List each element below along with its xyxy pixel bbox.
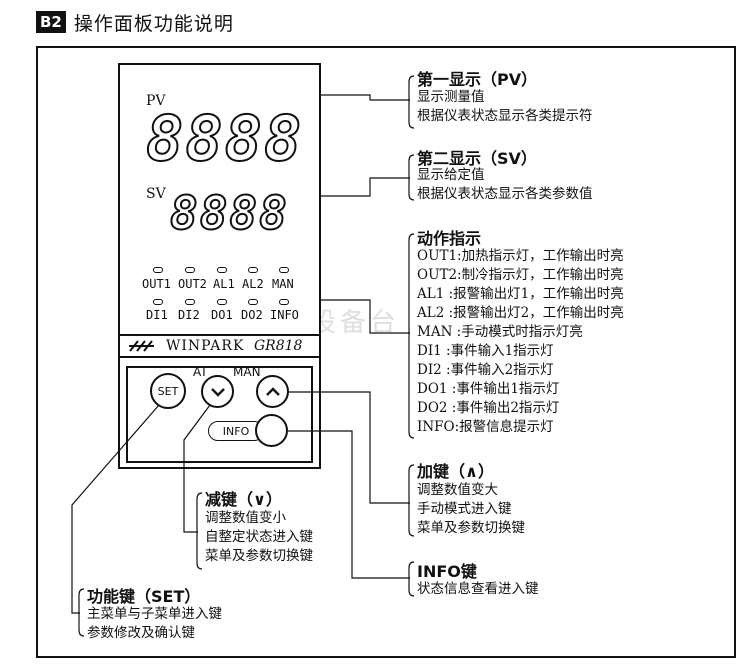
pv-display: 8888 bbox=[145, 102, 304, 175]
led-do2 bbox=[248, 299, 258, 305]
action-line-do1: DO1 :事件输出1指示灯 bbox=[417, 381, 560, 397]
section-badge: B2 bbox=[36, 11, 66, 33]
set-key-label: SET bbox=[157, 384, 179, 398]
page-title: 操作面板功能说明 bbox=[73, 12, 234, 35]
led-label-di1: DI1 bbox=[146, 308, 168, 322]
pv-label: PV bbox=[146, 93, 166, 109]
set-line-2: 参数修改及确认键 bbox=[87, 625, 195, 641]
led-label-man: MAN bbox=[272, 277, 294, 291]
chevron-up-icon bbox=[265, 386, 280, 396]
up-key[interactable] bbox=[256, 375, 289, 408]
brand-name: WINPARK bbox=[166, 338, 245, 354]
sv-line-1: 显示给定值 bbox=[417, 167, 485, 183]
down-key[interactable] bbox=[201, 375, 234, 408]
led-label-out2: OUT2 bbox=[178, 277, 207, 291]
pv-line-2: 根据仪表状态显示各类提示符 bbox=[417, 108, 593, 124]
led-label-info: INFO bbox=[270, 308, 299, 322]
sv-label: SV bbox=[146, 186, 166, 202]
info-key-section-title: INFO键 bbox=[417, 562, 477, 581]
action-line-al1: AL1 :报警输出灯1，工作输出时亮 bbox=[417, 286, 624, 302]
down-line-1: 调整数值变小 bbox=[205, 510, 286, 526]
action-line-out2: OUT2:制冷指示灯，工作输出时亮 bbox=[417, 267, 624, 283]
led-out1 bbox=[153, 267, 163, 273]
led-label-al1: AL1 bbox=[213, 277, 235, 291]
led-di1 bbox=[153, 299, 163, 305]
up-line-3: 菜单及参数切换键 bbox=[417, 520, 525, 536]
down-key-section-title: 减键（∨） bbox=[205, 490, 282, 509]
diagram-frame bbox=[36, 46, 736, 658]
led-label-do2: DO2 bbox=[241, 308, 263, 322]
info-line-1: 状态信息查看进入键 bbox=[417, 581, 539, 597]
led-label-di2: DI2 bbox=[178, 308, 200, 322]
up-line-2: 手动模式进入键 bbox=[417, 501, 512, 517]
led-label-al2: AL2 bbox=[242, 277, 264, 291]
led-man bbox=[279, 267, 289, 273]
led-al2 bbox=[248, 267, 258, 273]
action-line-di2: DI2 :事件输入2指示灯 bbox=[417, 362, 554, 378]
down-line-2: 自整定状态进入键 bbox=[205, 529, 313, 545]
led-label-do1: DO1 bbox=[211, 308, 233, 322]
led-di2 bbox=[185, 299, 195, 305]
action-line-info: INFO:报警信息提示灯 bbox=[417, 419, 554, 435]
at-label: AT bbox=[193, 365, 208, 379]
action-line-di1: DI1 :事件输入1指示灯 bbox=[417, 343, 554, 359]
brand-strip bbox=[118, 334, 321, 358]
set-line-1: 主菜单与子菜单进入键 bbox=[87, 606, 222, 622]
led-label-out1: OUT1 bbox=[142, 277, 171, 291]
led-al1 bbox=[217, 267, 227, 273]
man-label: MAN bbox=[233, 365, 261, 379]
page-header: B2 操作面板功能说明 bbox=[36, 8, 234, 36]
sv-line-2: 根据仪表状态显示各类参数值 bbox=[417, 186, 593, 202]
led-info bbox=[279, 299, 289, 305]
model-name: GR818 bbox=[254, 338, 303, 354]
action-line-al2: AL2 :报警输出灯2，工作输出时亮 bbox=[417, 305, 624, 321]
set-key-section-title: 功能键（SET） bbox=[87, 587, 201, 606]
chevron-down-icon bbox=[210, 387, 225, 397]
sv-section-title: 第二显示（SV） bbox=[417, 149, 537, 168]
pv-section-title: 第一显示（PV） bbox=[417, 70, 538, 89]
keypad-area bbox=[126, 366, 313, 463]
pv-line-1: 显示测量值 bbox=[417, 89, 485, 105]
down-line-3: 菜单及参数切换键 bbox=[205, 548, 313, 564]
action-line-out1: OUT1:加热指示灯，工作输出时亮 bbox=[417, 248, 624, 264]
action-line-do2: DO2 :事件输出2指示灯 bbox=[417, 400, 560, 416]
brand-logo-icon bbox=[129, 340, 154, 352]
set-key[interactable]: SET bbox=[150, 373, 186, 409]
sv-display: 8888 bbox=[169, 186, 289, 240]
action-section-title: 动作指示 bbox=[417, 229, 482, 248]
led-out2 bbox=[185, 267, 195, 273]
up-key-section-title: 加键（∧） bbox=[417, 462, 494, 481]
led-do1 bbox=[217, 299, 227, 305]
action-line-man: MAN :手动模式时指示灯亮 bbox=[417, 324, 583, 340]
info-key[interactable] bbox=[255, 414, 288, 447]
up-line-1: 调整数值变大 bbox=[417, 482, 498, 498]
